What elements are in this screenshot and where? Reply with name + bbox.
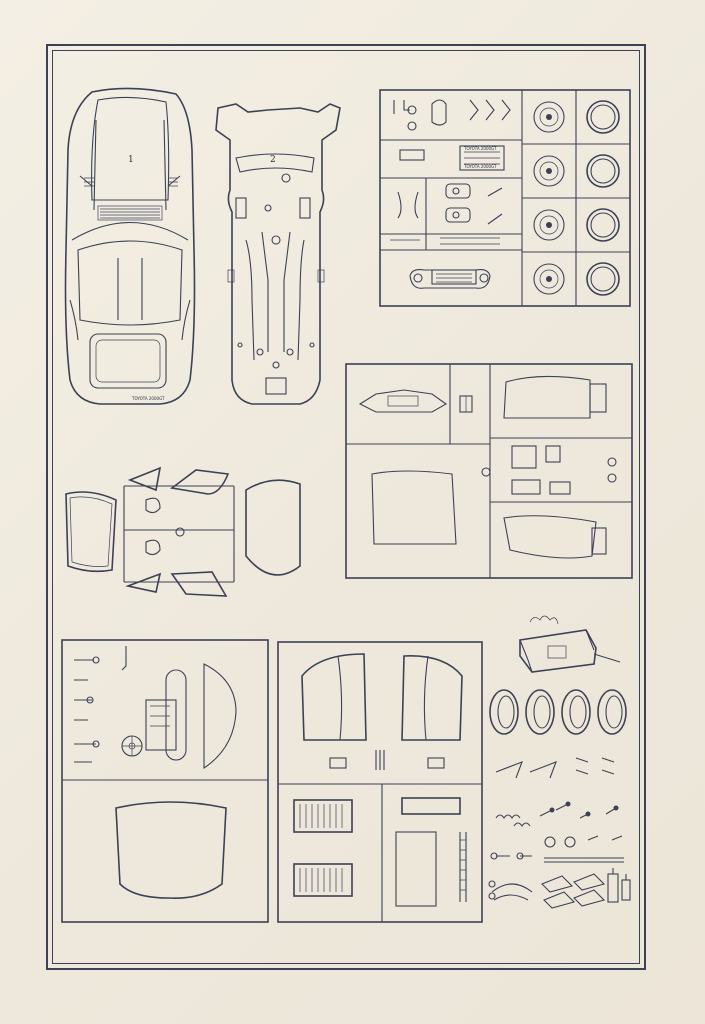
loose-parts (488, 615, 631, 909)
sprue-wheels: TOYOTA 2000GT TOYOTA 2000GT (379, 89, 631, 307)
part-number-1: 1 (128, 155, 134, 165)
part-number-2: 2 (270, 155, 276, 165)
decal-plate-b: TOYOTA 2000GT (463, 164, 497, 169)
sprue-panels (345, 363, 633, 579)
body-shell-part: 1 TOYOTA 2000GT (64, 87, 196, 405)
chassis-part: 2 (215, 103, 341, 405)
body-model-plate: TOYOTA 2000GT (131, 396, 165, 401)
sprue-glass (65, 466, 301, 597)
inner-border (52, 50, 640, 964)
outer-border (46, 44, 646, 970)
decal-plate-a: TOYOTA 2000GT (463, 146, 497, 151)
sprue-seats (277, 641, 483, 923)
sprue-interior (61, 639, 269, 923)
